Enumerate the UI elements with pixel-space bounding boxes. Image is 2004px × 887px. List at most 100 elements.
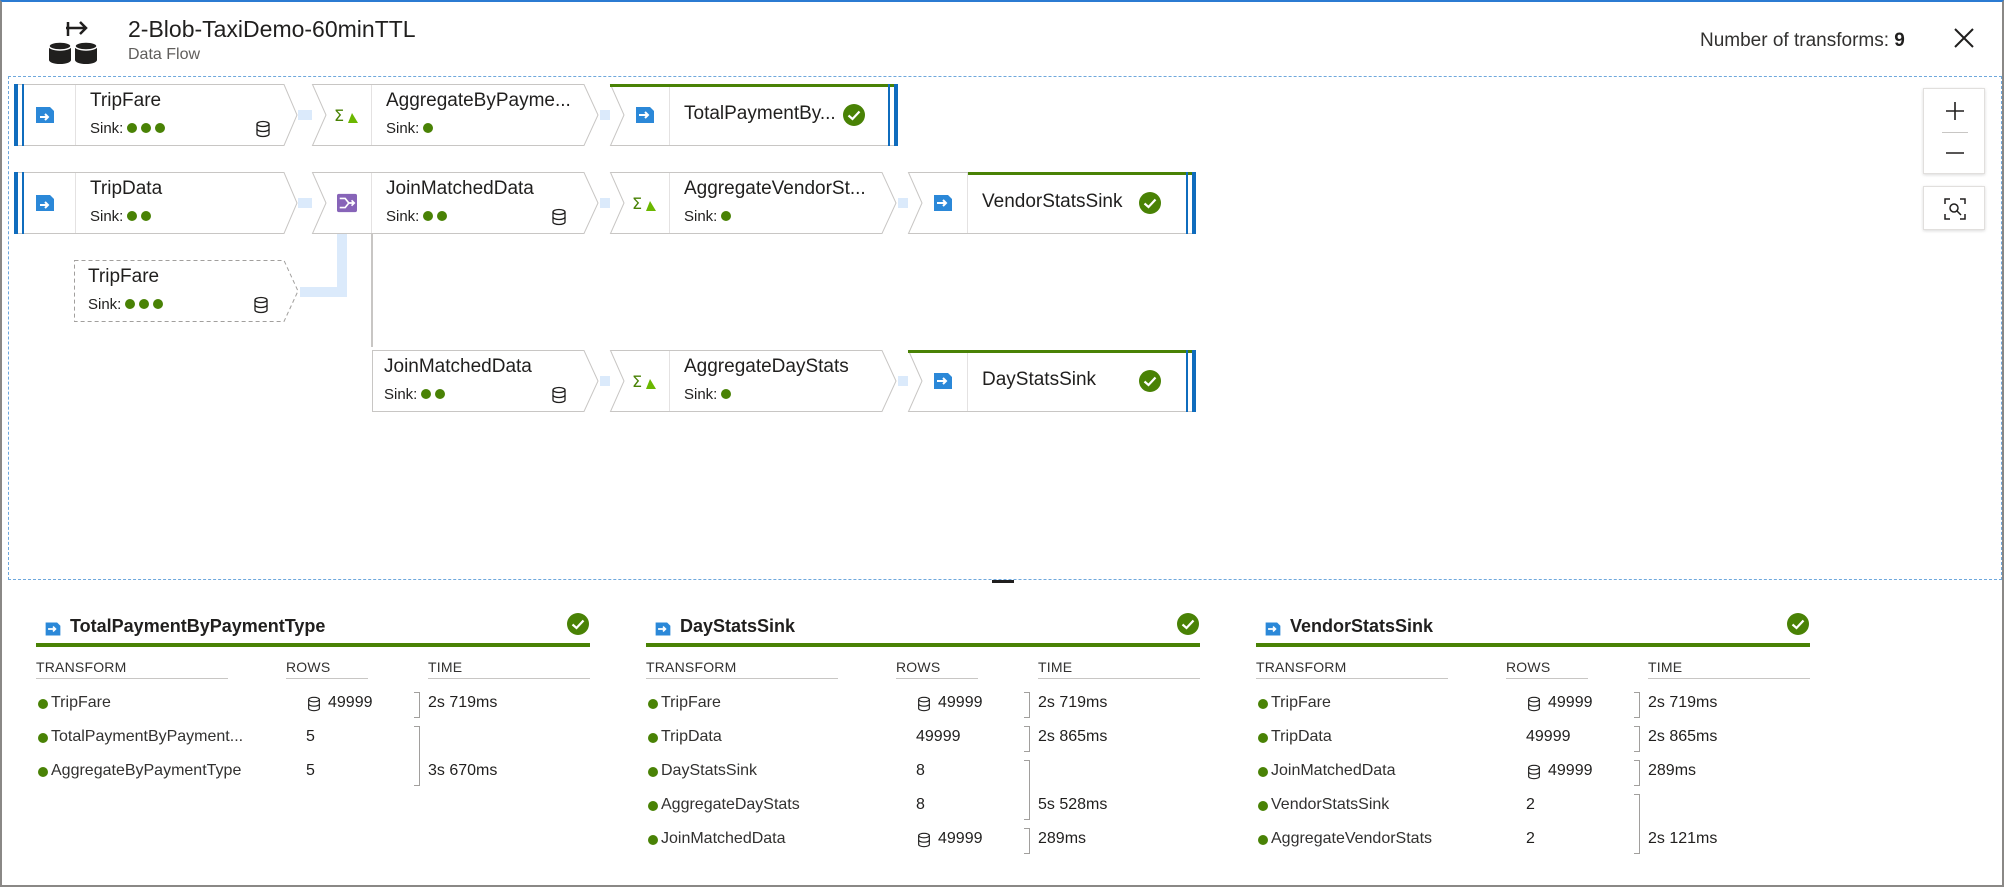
column-underline (36, 678, 228, 679)
transform-name: TripData (1271, 728, 1332, 745)
page-title: 2-Blob-TaxiDemo-60minTTL (128, 16, 416, 42)
duration: 289ms (1038, 830, 1087, 847)
dataflow-icon (48, 21, 98, 64)
duration: 2s 719ms (1038, 694, 1108, 711)
page-subtitle: Data Flow (128, 46, 201, 63)
row-count: 49999 (938, 694, 983, 711)
duration: 2s 121ms (1648, 830, 1718, 847)
plus-icon (1946, 102, 1964, 120)
dataflow-canvas[interactable] (8, 76, 2002, 580)
zoom-divider (1942, 132, 1968, 133)
table-row: AggregateByPaymentType 5 3s 670ms (36, 760, 590, 786)
aggregate-node-vendor[interactable]: Σ AggregateVendorSt... Sink: (609, 172, 898, 234)
success-bar (908, 350, 1196, 353)
row-count: 2 (1526, 796, 1535, 813)
table-row: TripFare 49999 2s 719ms (646, 692, 1200, 718)
cache-icon (918, 832, 930, 848)
row-count: 5 (306, 762, 315, 779)
minus-icon (1946, 152, 1964, 154)
column-underline (286, 678, 368, 679)
node-title: DayStatsSink (982, 369, 1097, 390)
sink-indicator: Sink: (684, 386, 732, 403)
column-underline (1648, 678, 1810, 679)
row-count: 49999 (1548, 762, 1593, 779)
success-check-icon (843, 104, 865, 126)
duration: 2s 865ms (1648, 728, 1718, 745)
transforms-count: 9 (1894, 30, 1905, 51)
column-underline (428, 678, 590, 679)
duration: 5s 528ms (1038, 796, 1108, 813)
svg-text:Σ: Σ (632, 194, 642, 213)
selection-bar (22, 172, 24, 234)
success-bar (610, 84, 898, 87)
stage-bracket (1634, 726, 1640, 752)
sink-icon (45, 622, 61, 636)
stage-bracket (1024, 828, 1030, 854)
selection-bar (1192, 172, 1196, 234)
column-header-transform: TRANSFORM (1256, 659, 1347, 675)
row-count: 49999 (328, 694, 373, 711)
sink-node-vendor-stats[interactable]: VendorStatsSink (907, 172, 1196, 234)
transform-name: VendorStatsSink (1271, 796, 1390, 813)
transform-name: TripFare (661, 694, 721, 711)
panel-title[interactable]: TotalPaymentByPaymentType (70, 616, 326, 636)
aggregate-node-payment[interactable]: Σ AggregateByPayme... Sink: (311, 84, 600, 146)
transform-name: AggregateByPaymentType (51, 762, 242, 779)
reference-node-tripfare[interactable]: TripFare Sink: (74, 260, 300, 322)
node-title: AggregateVendorSt... (684, 178, 866, 199)
row-count: 49999 (1526, 728, 1571, 745)
zoom-fit-icon (1944, 198, 1966, 220)
aggregate-icon: Σ (632, 194, 656, 213)
zoom-in-button[interactable] (1924, 89, 1986, 133)
table-row: TripData 49999 2s 865ms (1256, 726, 1810, 752)
connector (337, 208, 347, 296)
stage-bracket (1024, 692, 1030, 718)
stage-bracket (414, 692, 420, 718)
duration: 2s 719ms (428, 694, 498, 711)
sink-node-day-stats[interactable]: DayStatsSink (907, 350, 1196, 412)
selection-bar (894, 84, 898, 146)
stage-bracket (1634, 760, 1640, 786)
zoom-out-button[interactable] (1924, 131, 1986, 175)
stage-bracket (1634, 794, 1640, 854)
source-node-tripdata[interactable]: TripData Sink: (14, 172, 298, 234)
source-node-tripfare[interactable]: TripFare Sink: (14, 84, 298, 146)
status-dot (38, 733, 48, 743)
node-title: AggregateDayStats (684, 356, 849, 377)
join-node-matched[interactable]: JoinMatchedData Sink: (311, 172, 600, 234)
cache-icon (1528, 764, 1540, 780)
status-dot (1258, 733, 1268, 743)
sink-node-total-payment[interactable]: TotalPaymentBy... (609, 84, 898, 146)
transform-name: TotalPaymentByPayment... (51, 728, 244, 745)
row-count: 49999 (938, 830, 983, 847)
aggregate-node-day[interactable]: Σ AggregateDayStats Sink: (609, 350, 898, 412)
success-check-icon (1139, 370, 1161, 392)
status-dot (648, 733, 658, 743)
transform-name: TripFare (1271, 694, 1331, 711)
selection-bar (1186, 172, 1188, 234)
status-dot (38, 767, 48, 777)
column-header-rows: ROWS (1506, 659, 1551, 675)
aggregate-icon: Σ (632, 372, 656, 391)
close-icon[interactable] (1950, 24, 1978, 52)
join-node-matched-branch[interactable]: JoinMatchedData Sink: (372, 350, 600, 412)
cache-icon (1528, 696, 1540, 712)
node-title: TripFare (88, 266, 160, 287)
sink-indicator: Sink: (684, 208, 732, 225)
success-bar (968, 172, 1196, 175)
zoom-to-fit-button[interactable] (1924, 187, 1986, 231)
selection-bar (14, 172, 18, 234)
cache-icon (308, 696, 320, 712)
row-count: 2 (1526, 830, 1535, 847)
node-title: JoinMatchedData (386, 178, 534, 199)
connector (296, 287, 347, 297)
column-underline (1506, 678, 1588, 679)
sink-icon (1265, 622, 1281, 636)
resize-handle[interactable] (992, 580, 1014, 583)
node-title: VendorStatsSink (982, 191, 1123, 212)
selection-bar (1192, 350, 1196, 412)
panel-title[interactable]: DayStatsSink (680, 616, 796, 636)
duration: 3s 670ms (428, 762, 498, 779)
panel-title[interactable]: VendorStatsSink (1290, 616, 1434, 636)
selection-bar (14, 84, 18, 146)
